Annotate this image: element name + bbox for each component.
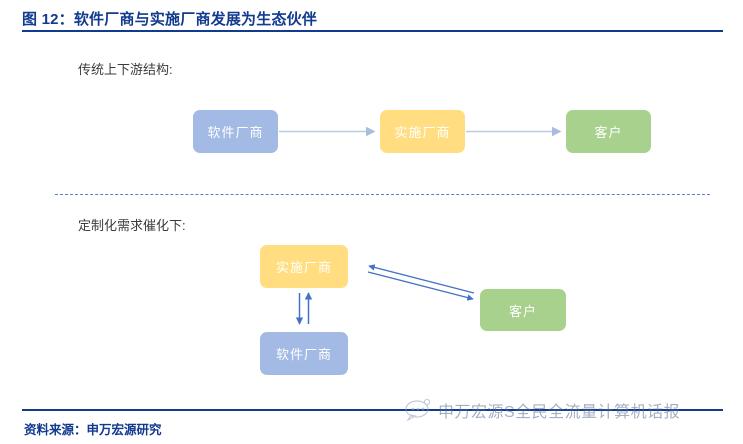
node-label: 客户: [594, 125, 623, 140]
node-implementation-vendor-bottom: 实施厂商: [260, 245, 348, 288]
node-label: 实施厂商: [275, 260, 332, 275]
node-software-vendor-top: 软件厂商: [193, 110, 278, 153]
node-software-vendor-bottom: 软件厂商: [260, 332, 348, 375]
connector-impl-to-client-diagonal: [367, 271, 474, 301]
title-divider: [22, 30, 723, 32]
node-client-bottom: 客户: [480, 289, 566, 331]
section-caption-customized: 定制化需求催化下:: [78, 218, 186, 233]
connector-client-to-impl-diagonal: [368, 264, 475, 294]
section-divider-dashed: [55, 194, 710, 195]
section-caption-traditional: 传统上下游结构:: [78, 62, 173, 77]
node-client-top: 客户: [566, 110, 651, 153]
node-label: 软件厂商: [275, 347, 332, 362]
node-label: 实施厂商: [394, 125, 451, 140]
footer-divider: [22, 409, 723, 411]
node-label: 客户: [508, 303, 537, 319]
node-label: 软件厂商: [207, 125, 264, 140]
node-implementation-vendor-top: 实施厂商: [380, 110, 465, 153]
source-label: 资料来源：申万宏源研究: [24, 423, 162, 437]
page-title: 图 12：软件厂商与实施厂商发展为生态伙伴: [22, 11, 318, 28]
